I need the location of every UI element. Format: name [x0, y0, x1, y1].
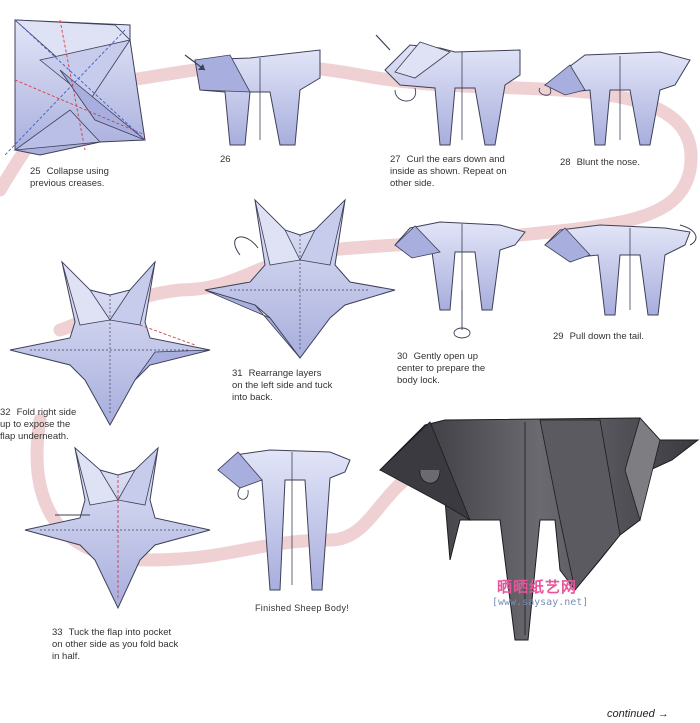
step-27-model [375, 34, 521, 146]
step-26-caption: 26 [220, 154, 231, 165]
step-29-model [544, 224, 697, 316]
finished-label: Finished Sheep Body! [255, 603, 350, 613]
step-30-model [394, 221, 526, 339]
step-32-model [9, 260, 211, 427]
step-33-model [24, 446, 211, 610]
step-31-model [204, 198, 396, 359]
finished-sheep-body [378, 417, 700, 641]
step-26-model [184, 49, 321, 146]
continued-label: continued → [607, 708, 669, 720]
watermark-title: 晒晒纸艺网 [497, 578, 578, 596]
watermark-url: [www.saysay.net] [492, 597, 589, 608]
step-28-model [538, 51, 691, 146]
step-25-model [4, 19, 146, 156]
step-flow-path [0, 58, 698, 567]
finished-light-model [217, 449, 351, 591]
